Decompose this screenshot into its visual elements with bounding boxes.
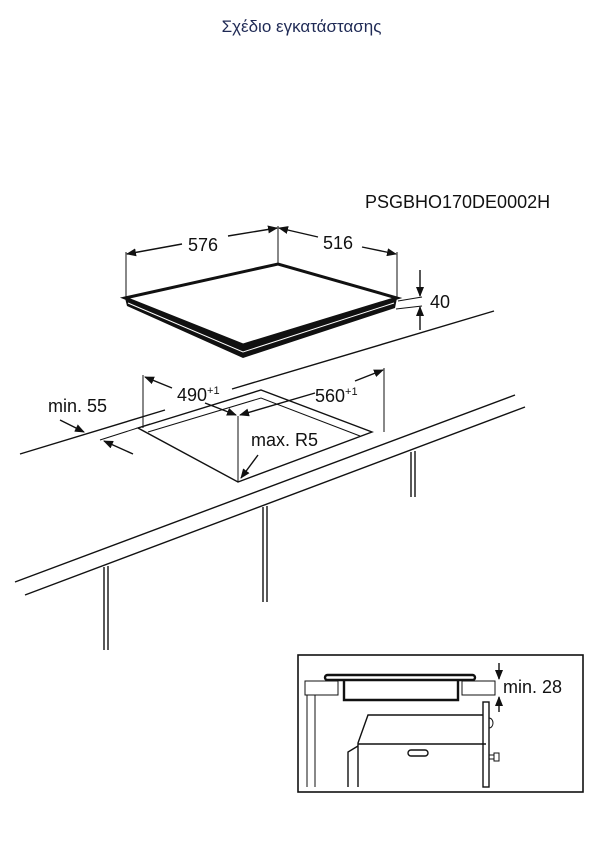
cutout-depth-label: 490+1 xyxy=(177,385,220,405)
hob-width-label: 576 xyxy=(188,235,218,255)
hob-drawing xyxy=(119,262,403,358)
worktop-thickness-label: min. 28 xyxy=(503,677,562,697)
inset-section-drawing: min. 28 xyxy=(297,654,584,793)
corner-radius-label: max. R5 xyxy=(251,430,318,450)
hob-height-label: 40 xyxy=(430,292,450,312)
cutout-drawing: 490+1 560+1 max. R5 min. 55 xyxy=(48,368,385,483)
hob-dimensions: 576 516 40 xyxy=(125,225,450,330)
worktop-drawing xyxy=(14,310,526,650)
drawing-code: PSGBHO170DE0002H xyxy=(365,192,550,212)
cutout-width-label: 560+1 xyxy=(315,386,358,406)
page-title: Σχέδιο εγκατάστασης xyxy=(221,17,382,36)
front-distance-label: min. 55 xyxy=(48,396,107,416)
hob-depth-label: 516 xyxy=(323,233,353,253)
